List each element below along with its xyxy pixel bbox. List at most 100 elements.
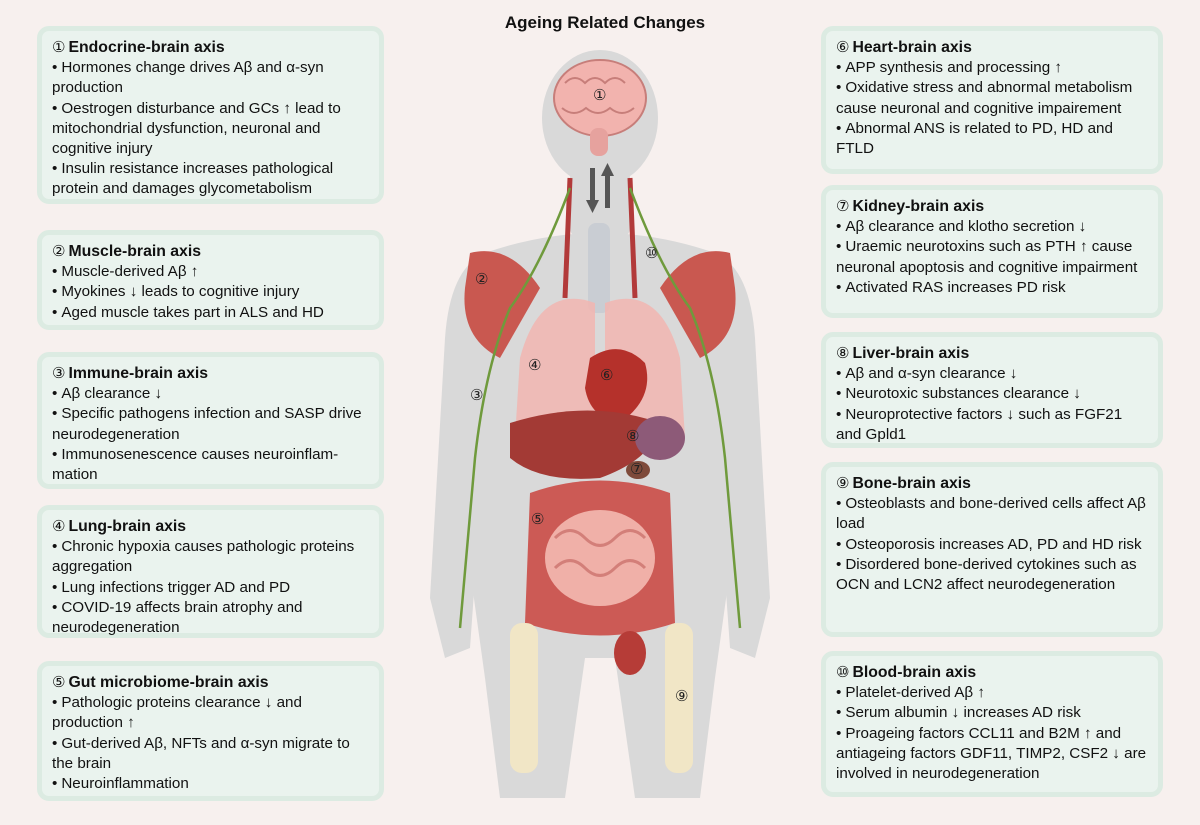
list-item: •Neuroinflammation xyxy=(52,775,189,793)
list-item: •Activated RAS increases PD risk xyxy=(836,278,1066,296)
list-item-text: Specific pathogens infection and SASP dr… xyxy=(52,405,362,443)
human-body-illustration: ① ② ③ ④ ⑤ ⑥ ⑦ ⑧ ⑨ ⑩ xyxy=(430,50,770,798)
label-5: ⑤ xyxy=(531,510,544,528)
list-item: •Oestrogen disturbance and GCs ↑ lead to… xyxy=(52,99,341,158)
list-item: •Chronic hypoxia causes pathologic prote… xyxy=(52,538,355,576)
femur-right xyxy=(665,623,693,773)
list-item-text: Osteoblasts and bone-derived cells affec… xyxy=(836,495,1146,533)
carotid-artery-left xyxy=(562,177,573,299)
list-item-text: Aβ clearance and klotho secretion ↓ xyxy=(845,218,1087,236)
panel-title-text: Gut microbiome-brain axis xyxy=(68,674,269,691)
list-item-text: Aged muscle takes part in ALS and HD xyxy=(61,303,324,321)
heart xyxy=(585,349,648,423)
list-item-text: Chronic hypoxia causes pathologic protei… xyxy=(52,538,355,576)
panel-title-text: Kidney-brain axis xyxy=(852,198,985,215)
list-item-text: Neurotoxic substances clearance ↓ xyxy=(845,385,1081,403)
label-10: ⑩ xyxy=(645,244,658,262)
list-item: •Lung infections trigger AD and PD xyxy=(52,578,291,596)
list-item-text: APP synthesis and processing ↑ xyxy=(845,59,1063,77)
panel-number: ⑤ xyxy=(52,673,66,691)
label-8: ⑧ xyxy=(626,427,639,445)
kidney xyxy=(626,461,650,479)
panel-number: ⑧ xyxy=(836,344,850,362)
panel-number: ④ xyxy=(52,517,66,535)
list-item-text: Pathologic proteins clearance ↓ and prod… xyxy=(52,694,302,732)
list-item-text: Neuroprotective factors ↓ such as FGF21 … xyxy=(836,405,1123,443)
list-item: •Proageing factors CCL11 and B2M ↑ and a… xyxy=(836,724,1147,783)
bidirectional-arrows xyxy=(586,163,614,213)
list-item-text: Serum albumin ↓ increases AD risk xyxy=(845,704,1081,722)
list-item-text: Myokines ↓ leads to cognitive injury xyxy=(61,283,300,301)
list-item-text: Activated RAS increases PD risk xyxy=(845,278,1066,296)
panel-title-text: Bone-brain axis xyxy=(852,475,971,492)
panel-title-text: Liver-brain axis xyxy=(852,345,970,362)
list-item: •Neurotoxic substances clearance ↓ xyxy=(836,385,1081,403)
list-item: •Uraemic neurotoxins such as PTH ↑ cause… xyxy=(836,238,1138,276)
list-item: •Aβ and α-syn clearance ↓ xyxy=(836,365,1018,383)
carotid-artery-right xyxy=(627,177,638,299)
list-item: •Hormones change drives Aβ and α-syn pro… xyxy=(52,59,324,97)
panel-number: ③ xyxy=(52,364,66,382)
list-item-text: Osteoporosis increases AD, PD and HD ris… xyxy=(845,535,1142,553)
list-item-text: Abnormal ANS is related to PD, HD and FT… xyxy=(836,119,1113,158)
list-item-text: COVID-19 affects brain atrophy and neuro… xyxy=(52,598,303,637)
panel-title-text: Heart-brain axis xyxy=(852,39,972,56)
panel-number: ② xyxy=(52,242,66,260)
list-item: •Disordered bone-derived cytokines such … xyxy=(836,555,1137,594)
list-item: •Serum albumin ↓ increases AD risk xyxy=(836,704,1081,722)
brain xyxy=(553,59,647,156)
list-item: •Platelet-derived Aβ ↑ xyxy=(836,684,985,702)
label-4: ④ xyxy=(528,356,541,374)
panel-number: ⑨ xyxy=(836,474,850,492)
label-2: ② xyxy=(475,270,488,288)
label-7: ⑦ xyxy=(630,460,643,478)
list-item: •Aβ clearance and klotho secretion ↓ xyxy=(836,218,1087,236)
list-item: •Pathologic proteins clearance ↓ and pro… xyxy=(52,694,302,732)
list-item-text: Insulin resistance increases pathologica… xyxy=(52,160,334,198)
list-item: •APP synthesis and processing ↑ xyxy=(836,59,1063,77)
list-item: •Aged muscle takes part in ALS and HD xyxy=(52,303,324,321)
list-item-text: Aβ clearance ↓ xyxy=(61,385,163,403)
list-item: •Neuroprotective factors ↓ such as FGF21… xyxy=(836,405,1123,443)
shoulder-muscle-left xyxy=(464,251,540,358)
panel-number: ⑥ xyxy=(836,38,850,56)
list-item-text: Lung infections trigger AD and PD xyxy=(61,578,291,596)
list-item-text: Proageing factors CCL11 and B2M ↑ and an… xyxy=(836,724,1147,783)
list-item: •Abnormal ANS is related to PD, HD and F… xyxy=(836,119,1113,158)
panel-number: ① xyxy=(52,38,66,56)
list-item-text: Hormones change drives Aβ and α-syn prod… xyxy=(52,59,324,97)
list-item: •Immunosenescence causes neuroinflam-mat… xyxy=(52,445,339,484)
intestines xyxy=(525,480,675,675)
list-item-text: Neuroinflammation xyxy=(61,775,189,793)
list-item-text: Muscle-derived Aβ ↑ xyxy=(61,263,199,281)
lymph-vessels-right xyxy=(628,187,742,629)
list-item: •COVID-19 affects brain atrophy and neur… xyxy=(52,598,303,637)
shoulder-muscle-right xyxy=(660,251,736,358)
label-3: ③ xyxy=(470,386,483,404)
panel-number: ⑦ xyxy=(836,197,850,215)
list-item: •Specific pathogens infection and SASP d… xyxy=(52,405,362,443)
diagram-title: Ageing Related Changes xyxy=(504,13,706,32)
list-item-text: Disordered bone-derived cytokines such a… xyxy=(836,555,1137,594)
liver xyxy=(510,410,660,479)
panel-title-text: Endocrine-brain axis xyxy=(68,39,225,56)
